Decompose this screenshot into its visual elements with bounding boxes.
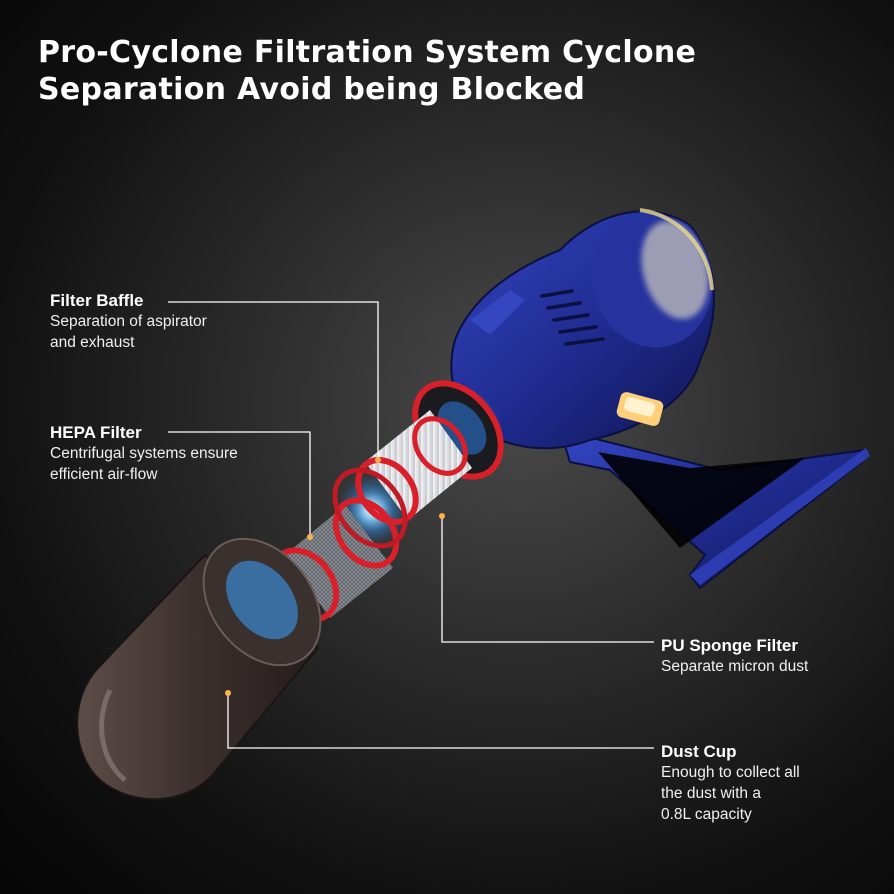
hepa-filter-part	[355, 410, 472, 525]
callout-pu-sponge-filter: PU Sponge Filter Separate micron dust	[661, 635, 886, 677]
callout-title: HEPA Filter	[50, 423, 142, 442]
leader-dot-filter-baffle	[375, 457, 381, 463]
headline-line-1: Pro-Cyclone Filtration System Cyclone	[38, 35, 697, 70]
leader-line-pu-sponge-filter	[441, 518, 654, 643]
leader-dots	[225, 457, 445, 696]
callout-title: PU Sponge Filter	[661, 636, 798, 655]
leader-dot-hepa-filter	[307, 534, 313, 540]
callout-hepa-filter: HEPA Filter Centrifugal systems ensure e…	[50, 422, 310, 485]
callout-description: Enough to collect all the dust with a 0.…	[661, 764, 800, 823]
callout-description: Separate micron dust	[661, 658, 809, 675]
callout-description: Centrifugal systems ensure efficient air…	[50, 445, 238, 483]
callout-description: Separation of aspirator and exhaust	[50, 313, 207, 351]
leader-lines	[168, 301, 654, 749]
leader-line-dust-cup	[227, 693, 654, 749]
callout-title: Filter Baffle	[50, 291, 144, 310]
callout-title: Dust Cup	[661, 742, 737, 761]
vacuum-body	[450, 208, 870, 590]
leader-line-filter-baffle	[168, 301, 379, 458]
leader-line-hepa-filter	[168, 431, 311, 535]
headline: Pro-Cyclone Filtration System Cyclone Se…	[38, 34, 858, 108]
headline-line-2: Separation Avoid being Blocked	[38, 72, 586, 107]
callout-dust-cup: Dust Cup Enough to collect all the dust …	[661, 741, 886, 825]
leader-dot-dust-cup	[225, 690, 231, 696]
callout-filter-baffle: Filter Baffle Separation of aspirator an…	[50, 290, 290, 353]
dust-cup-part	[76, 537, 322, 801]
leader-dot-pu-sponge-filter	[439, 513, 445, 519]
